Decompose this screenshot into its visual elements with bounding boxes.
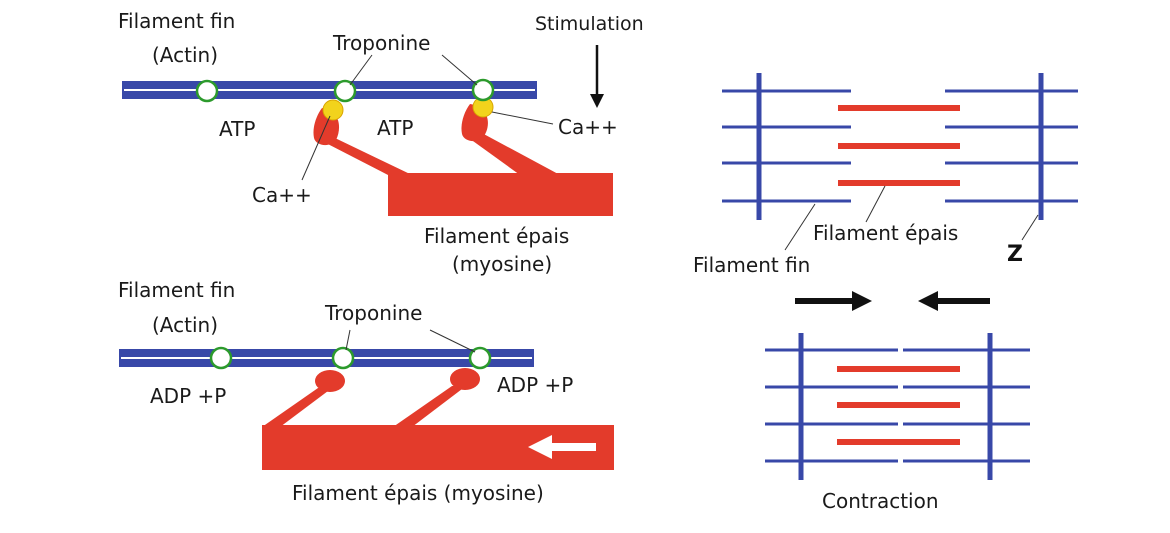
top-ca-leader-left — [301, 115, 331, 181]
bottom-troponin-site-1 — [209, 346, 233, 370]
top-thin-filament-label: Filament fin — [118, 9, 235, 33]
contraction-label: Contraction — [822, 489, 939, 513]
bottom-movement-arrowhead — [528, 435, 552, 459]
bottom-troponin-leader-2 — [429, 329, 476, 353]
bottom-adp-left-label: ADP +P — [150, 384, 226, 408]
relaxed-z-leader — [1021, 214, 1039, 241]
top-panel: Filament fin (Actin) Troponine Stimulati… — [118, 9, 644, 276]
stimulation-arrowhead — [590, 94, 604, 108]
contraction-arrow-left-head — [918, 291, 938, 311]
bottom-thin-filament-label: Filament fin — [118, 278, 235, 302]
top-ca-left-label: Ca++ — [252, 183, 312, 207]
top-ca-leader-right — [491, 111, 554, 125]
bottom-adp-right-label: ADP +P — [497, 373, 573, 397]
bottom-actin-label: (Actin) — [152, 313, 218, 337]
bottom-troponin-leader-1 — [345, 329, 351, 351]
bottom-myosin-neck-2 — [393, 386, 466, 427]
contraction-arrows — [795, 291, 990, 311]
bottom-troponin-site-2 — [331, 346, 355, 370]
relaxed-thin-leader — [784, 203, 816, 251]
sarcomere-relaxed: Filament épais Filament fin Z — [693, 73, 1078, 277]
bottom-troponine-label: Troponine — [324, 301, 422, 325]
top-troponine-label: Troponine — [332, 31, 430, 55]
bottom-movement-arrow-shaft — [548, 443, 596, 451]
top-actin-label: (Actin) — [152, 43, 218, 67]
bottom-myosin-head-2 — [450, 368, 480, 390]
stimulation-label: Stimulation — [535, 13, 644, 35]
top-thick-filament-label-line2: (myosine) — [452, 252, 552, 276]
top-myosin-filament — [388, 173, 613, 216]
top-thick-filament-label-line1: Filament épais — [424, 224, 569, 248]
contraction-arrow-left-shaft — [935, 298, 990, 304]
bottom-myosin-neck-1 — [262, 388, 332, 427]
top-myosin-neck-2 — [466, 132, 560, 175]
bottom-panel: Filament fin (Actin) Troponine ADP +P AD… — [118, 278, 614, 505]
top-troponin-leader-1 — [349, 54, 373, 86]
sarcomere-thick-filament-label: Filament épais — [813, 221, 958, 245]
top-troponin-site-3 — [471, 78, 495, 102]
top-myosin-neck-1 — [320, 138, 412, 175]
bottom-thick-filament-label: Filament épais (myosine) — [292, 481, 544, 505]
contraction-arrow-right-shaft — [795, 298, 855, 304]
top-atp-left-label: ATP — [219, 117, 255, 141]
top-ca-right-label: Ca++ — [558, 115, 618, 139]
sarcomere-thin-filament-label: Filament fin — [693, 253, 810, 277]
top-calcium-ion-1 — [322, 99, 344, 121]
bottom-myosin-head-1 — [315, 370, 345, 392]
top-atp-right-label: ATP — [377, 116, 413, 140]
contraction-arrow-right-head — [852, 291, 872, 311]
top-troponin-site-2 — [333, 79, 357, 103]
bottom-troponin-site-3 — [468, 346, 492, 370]
relaxed-thick-leader — [865, 185, 886, 223]
top-troponin-site-1 — [195, 79, 219, 103]
sarcomere-contracted: Contraction — [765, 333, 1030, 513]
top-troponin-leader-2 — [441, 54, 478, 86]
sarcomere-z-label: Z — [1007, 242, 1023, 267]
